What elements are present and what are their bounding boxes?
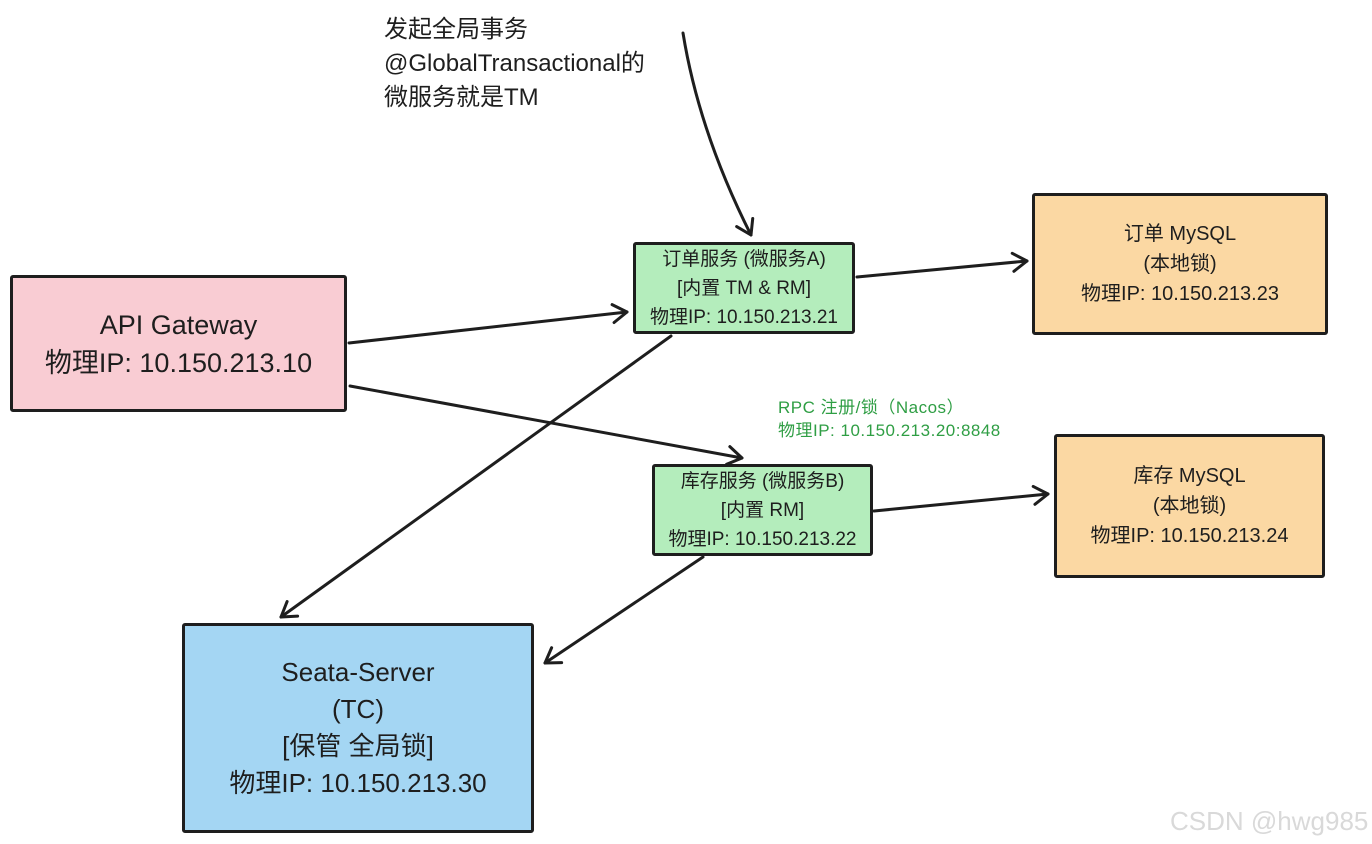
csdn-watermark: CSDN @hwg985 <box>1170 806 1369 836</box>
order-service-node: 订单服务 (微服务A) [内置 TM & RM] 物理IP: 10.150.21… <box>633 242 855 334</box>
edge-gateway-to-stock-service <box>348 384 744 466</box>
api-gateway-ip: 物理IP: 10.150.213.10 <box>44 347 313 378</box>
order-mysql-ip: 物理IP: 10.150.213.23 <box>1081 283 1279 305</box>
seata-server-role: (TC) <box>332 694 384 724</box>
nacos-annotation-line: 物理IP: 10.150.213.20:8848 <box>778 421 1001 440</box>
stock-mysql-ip: 物理IP: 10.150.213.24 <box>1090 525 1289 547</box>
seata-server-ip: 物理IP: 10.150.213.30 <box>229 768 487 798</box>
nacos-annotation-line: RPC 注册/锁（Nacos） <box>778 398 965 417</box>
tm-annotation-line: 微服务就是TM <box>384 84 539 111</box>
edge-stock-service-to-stock-mysql <box>872 484 1050 513</box>
order-service-roles: [内置 TM & RM] <box>676 277 812 299</box>
nacos-annotation: RPC 注册/锁（Nacos） 物理IP: 10.150.213.20:8848 <box>778 396 1001 442</box>
seata-server-node: Seata-Server (TC) [保管 全局锁] 物理IP: 10.150.… <box>182 623 534 833</box>
api-gateway-title: API Gateway <box>99 309 258 340</box>
seata-server-title: Seata-Server <box>281 657 435 687</box>
order-mysql-title: 订单 MySQL <box>1123 223 1237 245</box>
edge-note-to-order-service <box>681 31 755 237</box>
stock-service-roles: [内置 RM] <box>720 499 805 521</box>
tm-annotation-line: @GlobalTransactional的 <box>384 50 645 77</box>
stock-mysql-node: 库存 MySQL (本地锁) 物理IP: 10.150.213.24 <box>1054 434 1325 578</box>
edge-order-service-to-order-mysql <box>855 251 1029 279</box>
stock-mysql-title: 库存 MySQL <box>1133 465 1246 487</box>
edge-stock-service-to-seata <box>543 555 705 665</box>
order-service-ip: 物理IP: 10.150.213.21 <box>649 306 838 328</box>
stock-service-title: 库存服务 (微服务B) <box>680 470 845 492</box>
edge-gateway-to-order-service <box>347 303 629 345</box>
tm-annotation-line: 发起全局事务 <box>384 16 528 43</box>
order-mysql-lock: (本地锁) <box>1143 253 1217 275</box>
stock-service-node: 库存服务 (微服务B) [内置 RM] 物理IP: 10.150.213.22 <box>652 464 873 556</box>
stock-service-ip: 物理IP: 10.150.213.22 <box>668 528 857 550</box>
order-service-title: 订单服务 (微服务A) <box>662 248 826 270</box>
tm-annotation: 发起全局事务 @GlobalTransactional的 微服务就是TM <box>384 13 645 115</box>
api-gateway-node: API Gateway 物理IP: 10.150.213.10 <box>10 275 347 412</box>
seata-server-lock: [保管 全局锁] <box>282 731 434 761</box>
stock-mysql-lock: (本地锁) <box>1152 495 1227 517</box>
order-mysql-node: 订单 MySQL (本地锁) 物理IP: 10.150.213.23 <box>1032 193 1328 335</box>
